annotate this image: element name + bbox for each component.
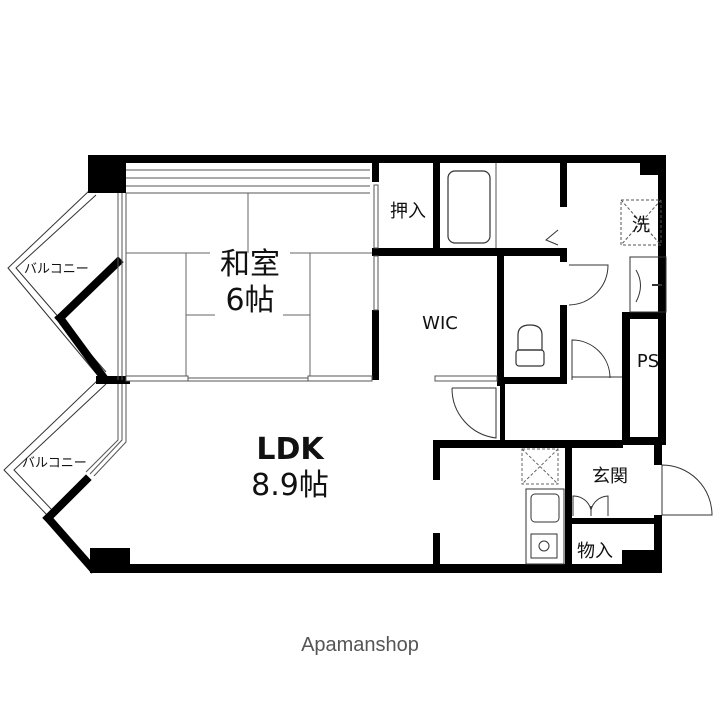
bathtub-icon xyxy=(447,170,491,244)
brand-footer: Apamanshop xyxy=(301,634,419,656)
window-frame-left xyxy=(85,193,127,477)
tatami-lines xyxy=(126,193,372,376)
toilet-icon xyxy=(515,324,545,367)
ldk-label: LDK 8.9帖 xyxy=(225,432,355,504)
genkan-label: 玄関 xyxy=(592,466,628,487)
balcony-lower-label: バルコニー xyxy=(22,456,87,471)
washitsu-size: 6帖 xyxy=(225,283,275,318)
balcony-lower xyxy=(3,377,107,517)
laundry-label: 洗 xyxy=(632,215,650,236)
bath-door-icon xyxy=(545,229,559,246)
door-swings xyxy=(451,264,713,516)
washitsu-window xyxy=(126,169,370,194)
interior-walls xyxy=(372,155,666,573)
oshiire-label: 押入 xyxy=(390,201,426,222)
kitchen-counter xyxy=(525,488,565,565)
ldk-name: LDK xyxy=(256,432,324,467)
refrigerator-space-icon xyxy=(521,448,559,485)
ldk-size: 8.9帖 xyxy=(251,468,329,503)
wic-label: WIC xyxy=(422,313,458,334)
monoire-label: 物入 xyxy=(577,541,613,562)
washbasin-icon xyxy=(629,256,667,313)
angled-walls xyxy=(42,256,130,574)
laundry-pan-icon xyxy=(620,199,662,246)
washitsu-name: 和室 xyxy=(220,247,280,282)
sliding-doors xyxy=(125,184,498,382)
balcony-upper-label: バルコニー xyxy=(24,262,89,277)
washitsu-label: 和室 6帖 xyxy=(200,247,300,319)
ps-label: PS xyxy=(636,351,660,372)
stove-icon xyxy=(530,533,558,559)
sink-icon xyxy=(530,493,560,523)
